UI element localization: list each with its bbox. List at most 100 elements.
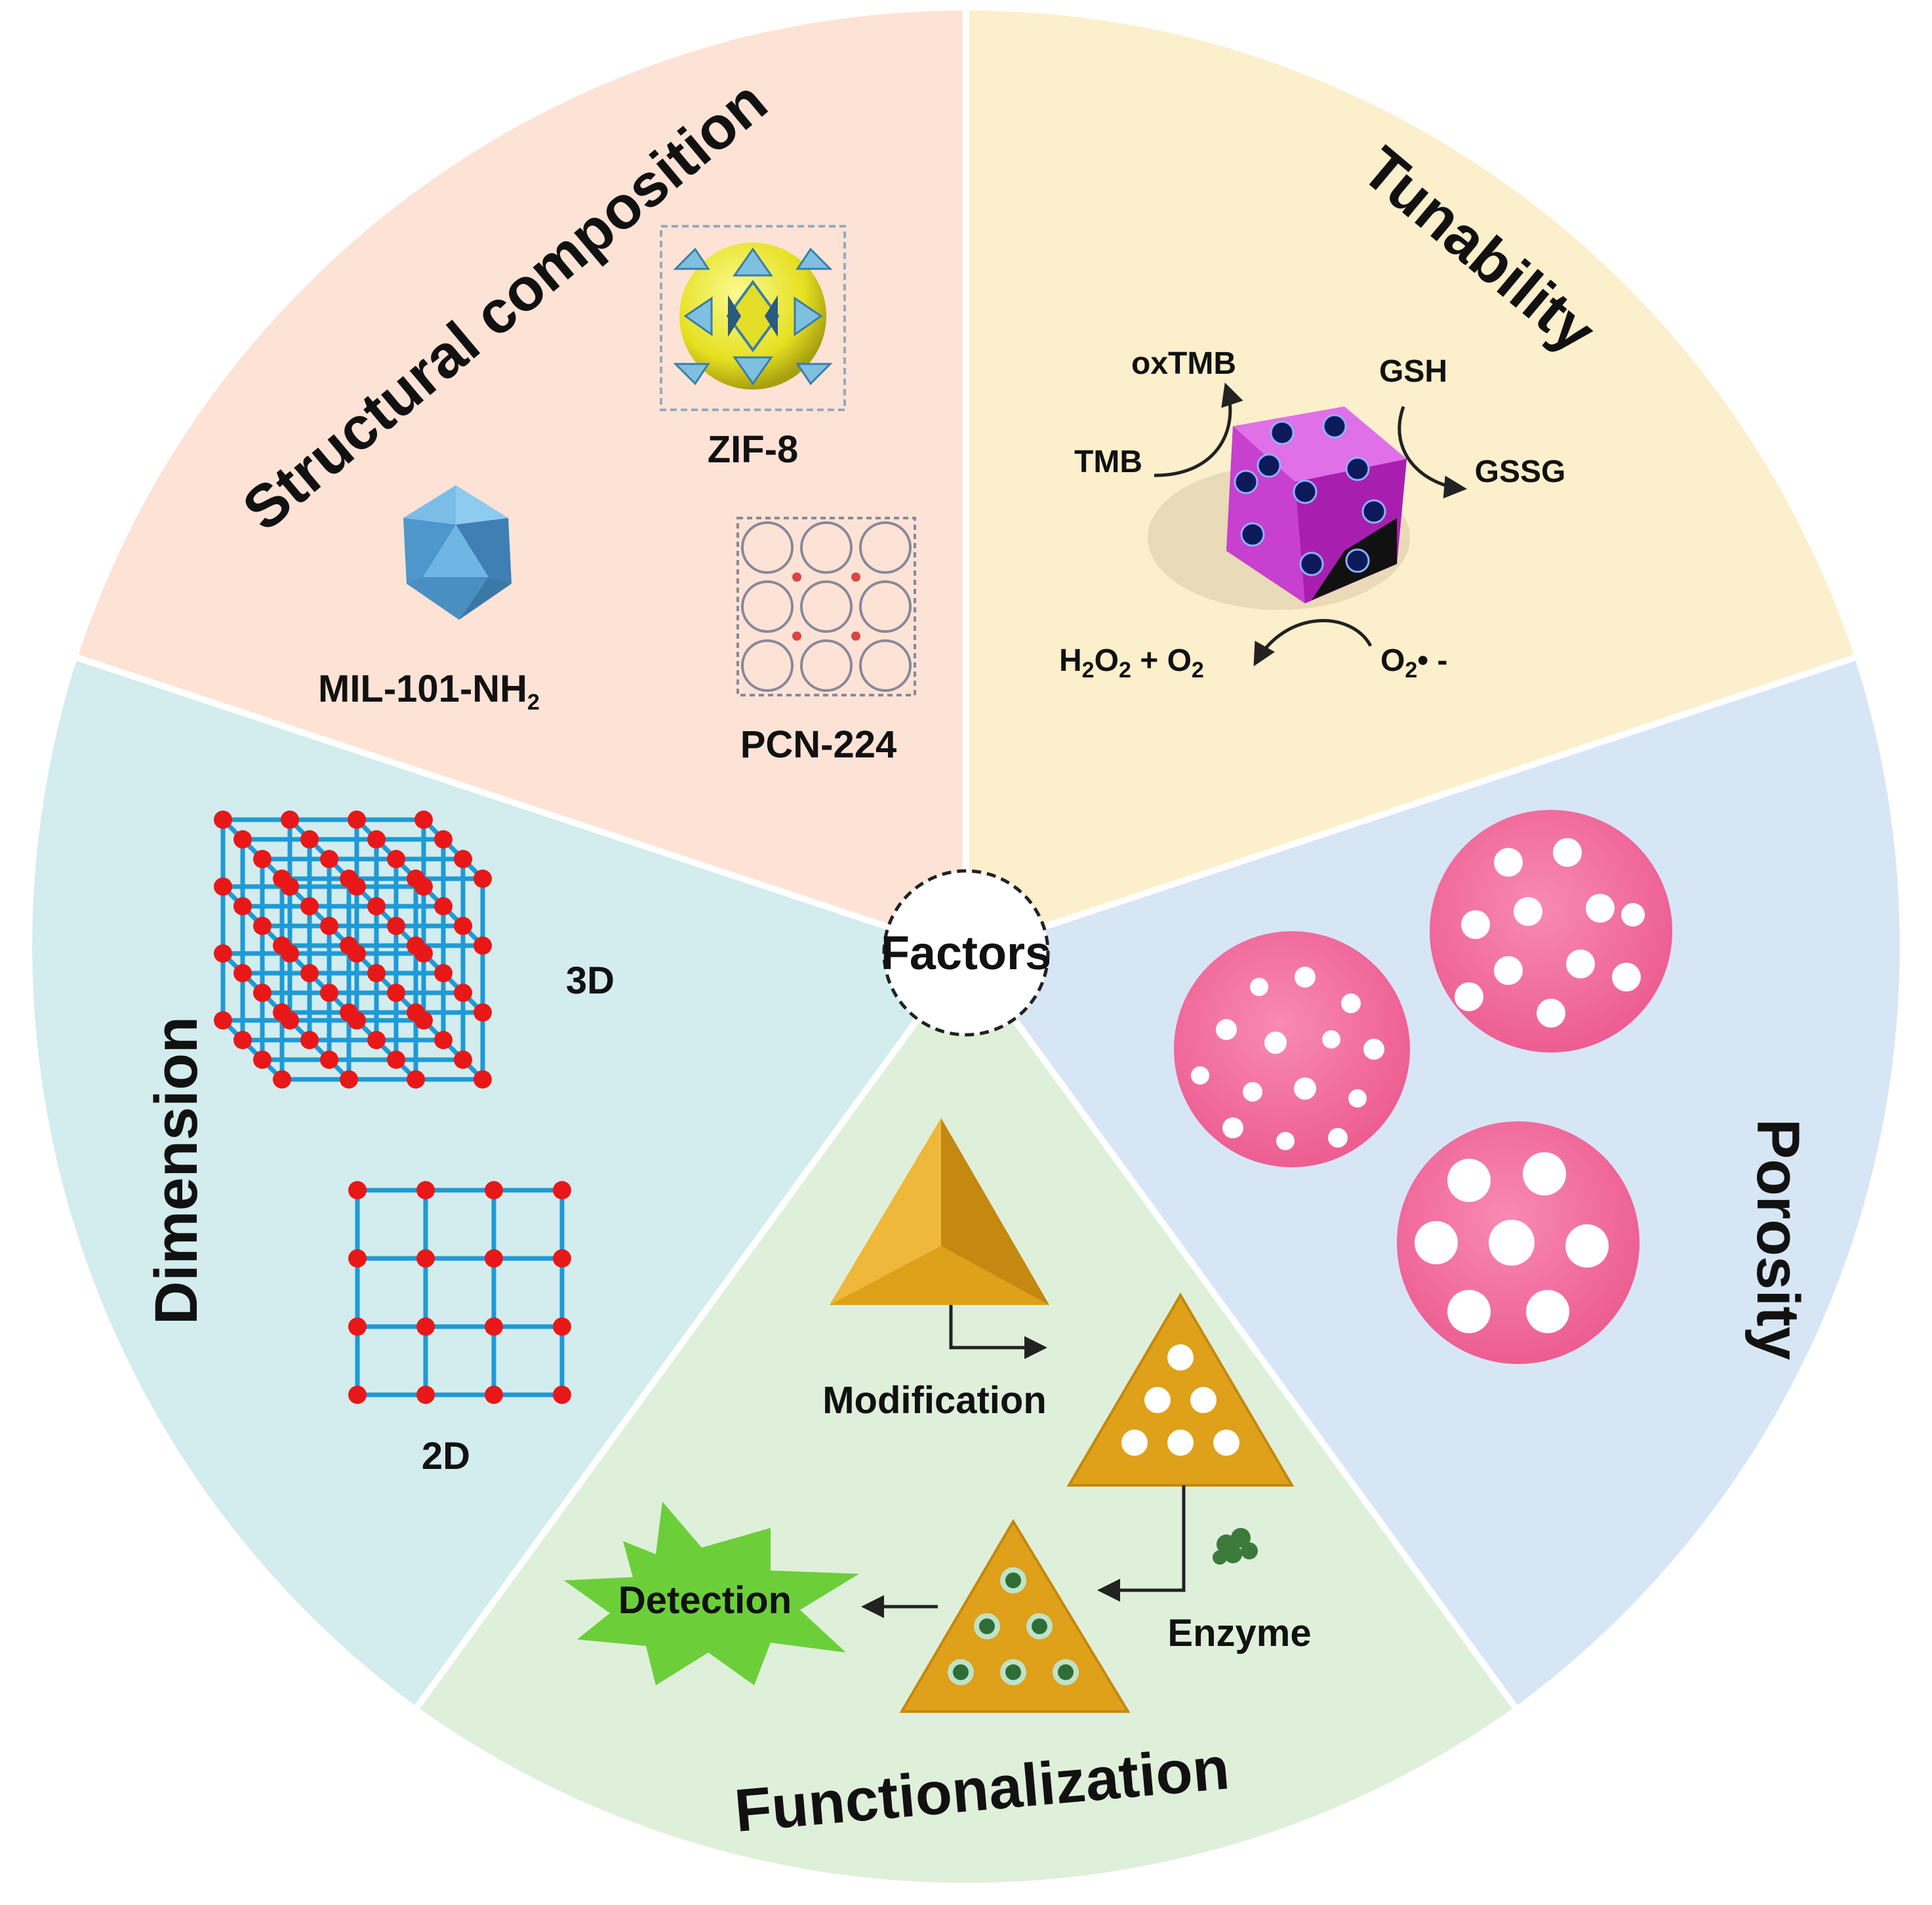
lattice-node: [348, 1249, 367, 1268]
lattice-node: [473, 936, 492, 955]
lattice-node: [340, 1003, 358, 1022]
lattice-node: [407, 1070, 425, 1089]
superoxide-sub: 2: [1405, 658, 1417, 683]
center-circle: [882, 869, 1050, 1037]
lattice-3d-label: 3D: [566, 959, 614, 1002]
enzyme-icon: [1213, 1528, 1258, 1565]
modification-label: Modification: [822, 1379, 1047, 1422]
lattice-node: [367, 830, 386, 849]
lattice-node: [320, 1051, 338, 1069]
lattice-node: [416, 1317, 435, 1336]
superoxide-radical: • -: [1417, 643, 1447, 678]
detection-label: Detection: [618, 1579, 792, 1622]
lattice-node: [473, 1070, 492, 1089]
lattice-node: [300, 830, 319, 849]
active-site-dots: [1234, 414, 1386, 576]
lattice-node: [233, 830, 252, 849]
lattice-node: [454, 850, 472, 868]
lattice-node: [253, 917, 272, 935]
lattice-node: [214, 811, 232, 829]
lattice-node: [300, 964, 319, 982]
mof-triangle-plain: [830, 1118, 1049, 1305]
sector-dividers: [76, 9, 1856, 1709]
mil101-icosahedron-icon: [403, 485, 512, 620]
superoxide-o: O: [1380, 643, 1405, 678]
porosity-title: Porosity: [1744, 1119, 1811, 1360]
lattice-node: [273, 870, 291, 888]
mil101-label-main: MIL-101-NH: [318, 668, 527, 710]
lattice-node: [434, 1031, 453, 1049]
h2o2-o2-label: H2O2 + O2: [1059, 643, 1204, 683]
lattice-node: [340, 936, 358, 955]
lattice-node: [416, 1386, 435, 1404]
lattice-node: [340, 870, 358, 888]
lattice-node: [300, 1031, 319, 1049]
lattice-node: [320, 917, 338, 935]
mof-triangle-enzyme-loaded: [899, 1519, 1131, 1713]
center-label: Factors: [881, 927, 1051, 980]
lattice-node: [416, 1181, 435, 1199]
lattice-node: [407, 936, 425, 955]
mil101-label: MIL-101-NH2: [318, 668, 540, 715]
lattice-node: [348, 1181, 367, 1199]
lattice-3d-icon: [214, 811, 492, 1089]
zif8-label: ZIF-8: [708, 428, 799, 471]
porous-sphere-medium-pores: [1430, 810, 1672, 1053]
lattice-node: [214, 877, 232, 896]
lattice-node: [214, 944, 232, 963]
lattice-node: [387, 850, 405, 868]
lattice-node: [387, 984, 405, 1002]
lattice-2d-label: 2D: [422, 1435, 470, 1477]
mil101-label-sub: 2: [527, 690, 540, 715]
sector-tunability: [966, 9, 1855, 953]
arrow-to-modified: [949, 1305, 1047, 1359]
lattice-node: [434, 830, 453, 849]
lattice-node: [233, 897, 252, 915]
dimension-title: Dimension: [143, 1016, 210, 1325]
lattice-node: [300, 897, 319, 915]
lattice-node: [367, 897, 386, 915]
lattice-node: [233, 964, 252, 982]
lattice-node: [253, 850, 272, 868]
arrow-to-enzyme-loaded: [1097, 1485, 1186, 1602]
h2o2-h: H: [1059, 643, 1082, 678]
lattice-node: [485, 1249, 503, 1268]
lattice-node: [553, 1317, 571, 1336]
lattice-node: [454, 984, 472, 1002]
h2o2-sub2: 2: [1119, 658, 1131, 683]
superoxide-label: O2• -: [1380, 643, 1447, 683]
lattice-node: [473, 1003, 492, 1022]
pcn224-framework-icon: [736, 517, 916, 696]
reaction-arrows: [1154, 382, 1467, 667]
lattice-node: [348, 1317, 367, 1336]
lattice-node: [414, 811, 433, 829]
lattice-node: [320, 850, 338, 868]
lattice-node: [454, 1051, 472, 1069]
lattice-node: [434, 897, 453, 915]
lattice-node: [281, 811, 299, 829]
lattice-node: [348, 1386, 367, 1404]
pcn224-label: PCN-224: [740, 723, 897, 766]
mof-triangle-porous: [1066, 1293, 1295, 1487]
lattice-node: [485, 1181, 503, 1199]
h2o2-sub1: 2: [1082, 658, 1095, 683]
lattice-node: [348, 811, 366, 829]
lattice-node: [553, 1249, 571, 1268]
lattice-node: [416, 1249, 435, 1268]
nanozyme-cube-icon: [1148, 407, 1410, 610]
lattice-node: [253, 1051, 272, 1069]
oxtmb-label: oxTMB: [1131, 346, 1236, 381]
lattice-node: [473, 870, 492, 888]
enzyme-label: Enzyme: [1167, 1612, 1311, 1654]
porous-sphere-large-pores: [1397, 1121, 1640, 1364]
lattice-node: [485, 1317, 503, 1336]
h2o2-plus-o: + O: [1131, 643, 1192, 678]
lattice-node: [273, 1003, 291, 1022]
lattice-node: [340, 1070, 358, 1089]
zif8-structure-icon: [660, 225, 846, 411]
lattice-node: [434, 964, 453, 982]
outer-ring: [20, 7, 1912, 1899]
lattice-node: [273, 936, 291, 955]
